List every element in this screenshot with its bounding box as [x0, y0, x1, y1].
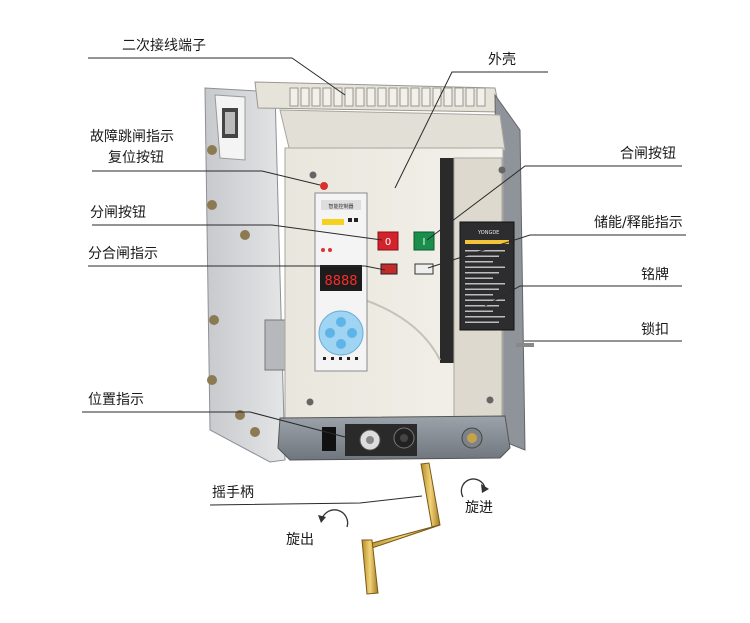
open-button-symbol: 0 — [385, 237, 391, 248]
label-rotate-out: 旋出 — [286, 532, 314, 548]
label-secondary-terminal: 二次接线端子 — [122, 38, 206, 54]
nameplate-line — [465, 305, 499, 307]
nameplate-line — [465, 283, 505, 285]
terminal-tooth — [322, 87, 332, 107]
side-frame — [204, 87, 291, 463]
terminal-tooth — [377, 87, 387, 107]
terminal-tooth — [289, 87, 299, 107]
terminal-tooth — [388, 87, 398, 107]
nameplate-line — [465, 266, 505, 268]
nameplate-line — [465, 250, 505, 252]
label-nameplate: 铭牌 — [641, 267, 669, 283]
nameplate-line — [465, 321, 499, 323]
reset-button[interactable] — [320, 182, 328, 190]
close-button-symbol: I — [423, 237, 426, 248]
nameplate-line — [465, 255, 499, 257]
brand-text: YONGDE — [477, 230, 499, 236]
controller-title: 智能控制器 — [328, 203, 353, 210]
terminal-tooth — [421, 87, 431, 107]
rotate-in-arrow — [460, 478, 486, 498]
nameplate-line — [465, 261, 493, 263]
terminal-tooth — [443, 87, 453, 107]
label-housing: 外壳 — [488, 52, 516, 68]
terminal-tooth — [311, 87, 321, 107]
nameplate-line — [465, 272, 499, 274]
label-reset-button: 复位按钮 — [108, 150, 164, 166]
terminal-tooth — [465, 87, 475, 107]
controller-display: 8888 — [324, 274, 357, 289]
nameplate: YONGDE — [459, 221, 515, 331]
keypad[interactable] — [318, 310, 364, 356]
open-close-indicator — [380, 263, 398, 275]
lock[interactable] — [516, 343, 534, 347]
label-open-button: 分闸按钮 — [90, 205, 146, 221]
nameplate-line — [465, 316, 505, 318]
label-rotate-in: 旋进 — [465, 500, 493, 516]
nameplate-line — [465, 288, 499, 290]
nameplate-line — [465, 294, 493, 296]
label-charge-release-indicator: 储能/释能指示 — [594, 215, 683, 231]
crank-handle[interactable] — [361, 462, 441, 595]
label-position-indicator: 位置指示 — [88, 392, 144, 408]
label-close-button: 合闸按钮 — [620, 146, 676, 162]
intelligent-controller: 智能控制器 8888 — [314, 192, 368, 372]
terminal-tooth — [344, 87, 354, 107]
terminal-tooth — [476, 87, 486, 107]
terminal-tooth — [410, 87, 420, 107]
terminal-tooth — [432, 87, 442, 107]
label-crank-handle: 摇手柄 — [212, 485, 254, 501]
nameplate-line — [465, 299, 505, 301]
terminal-tooth — [454, 87, 464, 107]
terminal-tooth — [355, 87, 365, 107]
terminal-tooth — [366, 87, 376, 107]
terminal-tooth — [399, 87, 409, 107]
open-button[interactable]: 0 — [377, 231, 399, 251]
terminal-tooth — [333, 87, 343, 107]
label-open-close-indicator: 分合闸指示 — [88, 246, 158, 262]
nameplate-line — [465, 277, 493, 279]
charge-indicator — [414, 263, 434, 275]
nameplate-line — [465, 310, 493, 312]
terminal-block — [254, 81, 501, 113]
base — [277, 415, 511, 461]
leader-lines — [82, 57, 686, 506]
label-fault-trip-indicator: 故障跳闸指示 — [90, 129, 174, 145]
terminal-tooth — [300, 87, 310, 107]
rotate-out-arrow — [321, 509, 349, 528]
label-lock: 锁扣 — [641, 322, 669, 338]
close-button[interactable]: I — [413, 231, 435, 251]
